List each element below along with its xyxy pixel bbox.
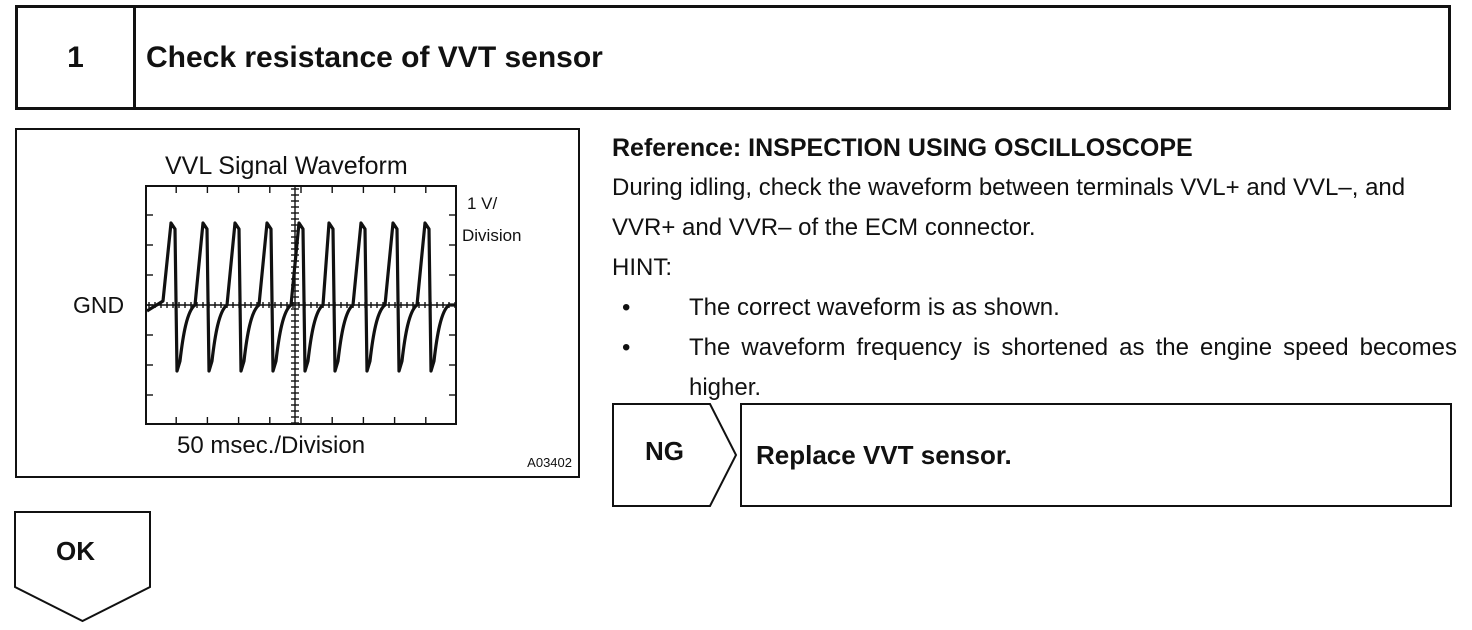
hint-item: • The correct waveform is as shown. xyxy=(612,288,1457,328)
time-per-division-label: 50 msec./Division xyxy=(177,432,366,459)
step-title: Check resistance of VVT sensor xyxy=(146,40,603,74)
ok-label: OK xyxy=(56,536,95,566)
bullet: • xyxy=(622,334,631,361)
reference-heading: Reference: INSPECTION USING OSCILLOSCOPE xyxy=(612,134,1193,162)
ng-action-text: Replace VVT sensor. xyxy=(756,439,1012,470)
bullet: • xyxy=(622,294,631,321)
gnd-label: GND xyxy=(73,292,125,318)
oscilloscope-graticule xyxy=(145,185,457,425)
hint-list: • The correct waveform is as shown. • Th… xyxy=(612,288,1457,408)
hint-text: The waveform frequency is shortened as t… xyxy=(689,334,1457,401)
ng-action-box: Replace VVT sensor. xyxy=(740,403,1452,507)
hint-label: HINT: xyxy=(612,254,672,281)
ng-arrow-tag xyxy=(612,403,738,507)
step-number: 1 xyxy=(18,8,136,107)
step-header: 1 Check resistance of VVT sensor xyxy=(15,5,1451,110)
ng-label: NG xyxy=(645,436,684,466)
waveform-trace xyxy=(146,221,455,373)
waveform-figure: VVL Signal Waveform 1 V/ Division GND 50… xyxy=(15,128,580,478)
reference-body: During idling, check the waveform betwee… xyxy=(612,174,1406,241)
volts-division-word: Division xyxy=(462,226,522,245)
figure-id: A03402 xyxy=(527,455,572,470)
hint-item: • The waveform frequency is shortened as… xyxy=(612,328,1457,408)
hint-text: The correct waveform is as shown. xyxy=(689,294,1060,321)
volts-per-division-label: 1 V/ xyxy=(467,194,498,213)
reference-section: Reference: INSPECTION USING OSCILLOSCOPE… xyxy=(612,128,1457,408)
figure-title: VVL Signal Waveform xyxy=(165,152,408,180)
ok-arrow-tag xyxy=(14,511,151,623)
